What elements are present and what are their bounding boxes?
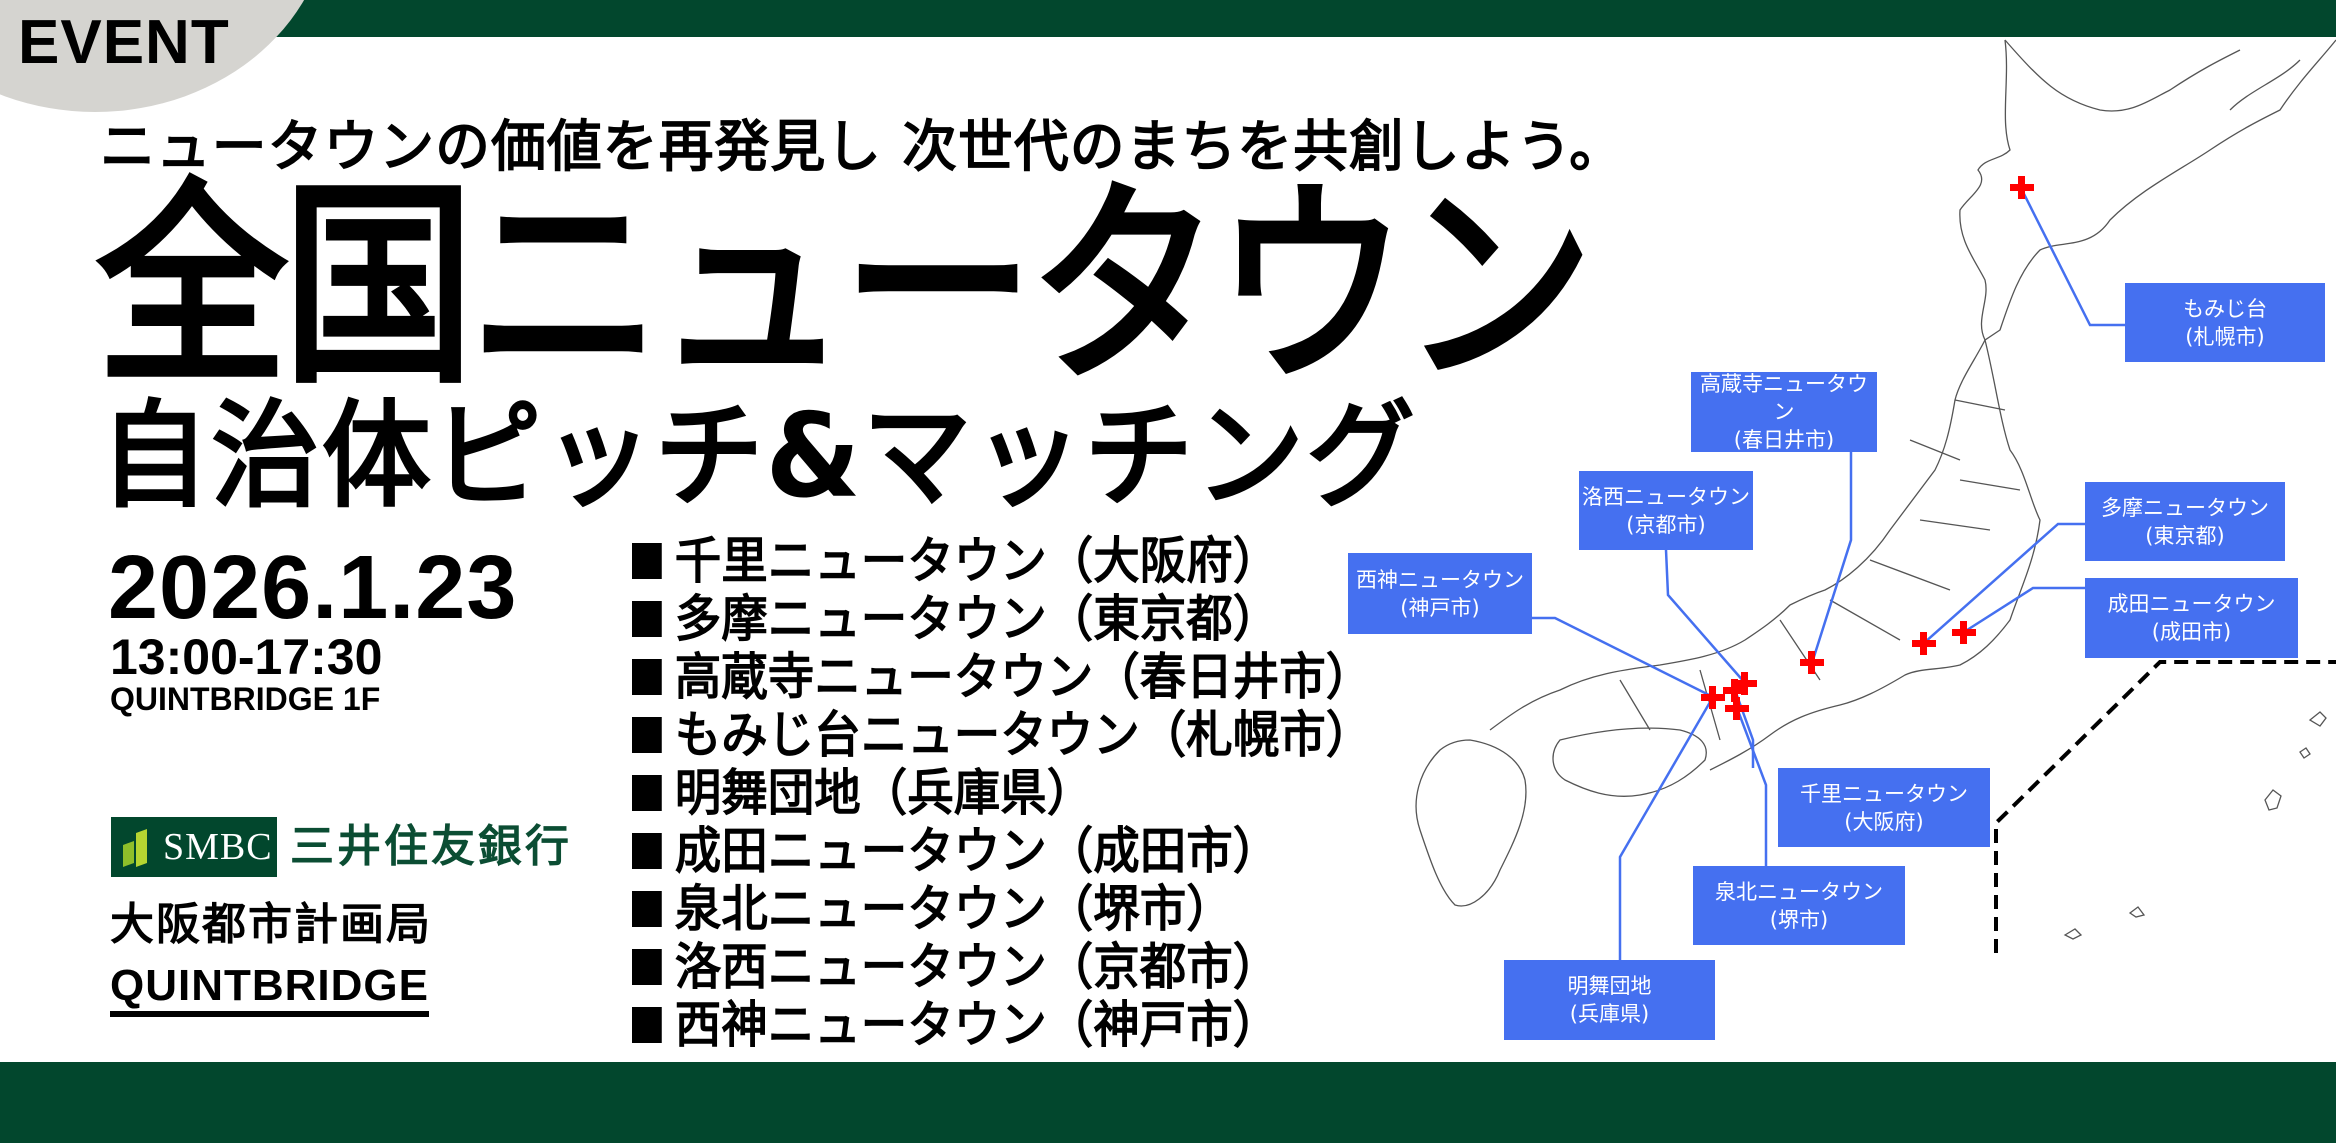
inset-border: [1994, 660, 2336, 953]
square-bullet-icon: [632, 1007, 662, 1043]
square-bullet-icon: [632, 891, 662, 927]
square-bullet-icon: [632, 775, 662, 811]
smbc-logo-text: SMBC: [163, 826, 273, 868]
event-venue: QUINTBRIDGE 1F: [110, 681, 381, 717]
square-bullet-icon: [632, 659, 662, 695]
smbc-name: 三井住友銀行: [290, 821, 572, 872]
list-item: 西神ニュータウン（神戸市）: [632, 996, 1372, 1054]
list-item: 明舞団地（兵庫県）: [632, 764, 1372, 822]
newtown-list: 千里ニュータウン（大阪府） 多摩ニュータウン（東京都） 高蔵寺ニュータウン（春日…: [632, 532, 1428, 1054]
map-label-kozoji: 高蔵寺ニュータウン(春日井市): [1691, 372, 1877, 452]
page-subtitle: 自治体ピッチ&マッチング: [100, 389, 1418, 524]
catchphrase: ニュータウンの価値を再発見し 次世代のまちを共創しよう。: [100, 115, 1626, 180]
event-badge-label: EVENT: [18, 8, 230, 77]
map-label-rakusai: 洛西ニュータウン(京都市): [1579, 471, 1753, 550]
marker-icon: [1725, 697, 1749, 720]
list-item: 千里ニュータウン（大阪府）: [632, 532, 1372, 590]
list-item: 成田ニュータウン（成田市）: [632, 822, 1372, 880]
square-bullet-icon: [632, 833, 662, 869]
marker-icon: [1723, 679, 1747, 702]
quintbridge-logo: QUINTBRIDGE: [110, 963, 429, 1017]
page-title: 全国ニュータウン: [96, 161, 1594, 414]
marker-icon: [1800, 651, 1824, 674]
list-item: もみじ台ニュータウン（札幌市）: [632, 706, 1372, 764]
map-label-tama: 多摩ニュータウン(東京都): [2085, 482, 2285, 561]
marker-icon: [1912, 632, 1936, 655]
marker-icon: [2010, 176, 2034, 199]
marker-icon: [1952, 621, 1976, 644]
smbc-logo: SMBC: [111, 817, 277, 877]
square-bullet-icon: [632, 543, 662, 579]
map-label-seishin: 西神ニュータウン(神戸市): [1348, 553, 1532, 634]
leader-lines: [1532, 189, 2125, 960]
location-markers: [1701, 176, 2034, 720]
map-label-narita: 成田ニュータウン(成田市): [2085, 578, 2298, 658]
event-time: 13:00-17:30: [110, 629, 383, 685]
osaka-city-planning: 大阪都市計画局: [110, 899, 432, 950]
square-bullet-icon: [632, 601, 662, 637]
event-date: 2026.1.23: [108, 538, 518, 638]
list-item: 高蔵寺ニュータウン（春日井市）: [632, 648, 1372, 706]
japan-outline: [1415, 39, 2336, 940]
marker-icon: [1733, 672, 1757, 695]
map-label-momijidai: もみじ台(札幌市): [2125, 283, 2325, 362]
top-band: [0, 0, 2336, 37]
marker-icon: [1701, 686, 1725, 709]
map-label-senri: 千里ニュータウン(大阪府): [1778, 768, 1990, 847]
map-label-senboku: 泉北ニュータウン(堺市): [1693, 866, 1905, 945]
list-item: 多摩ニュータウン（東京都）: [632, 590, 1372, 648]
bottom-band: [0, 1062, 2336, 1143]
list-item: 泉北ニュータウン（堺市）: [632, 880, 1372, 938]
map-label-meimai: 明舞団地(兵庫県): [1504, 960, 1715, 1040]
square-bullet-icon: [632, 949, 662, 985]
square-bullet-icon: [632, 717, 662, 753]
list-item: 洛西ニュータウン（京都市）: [632, 938, 1372, 996]
